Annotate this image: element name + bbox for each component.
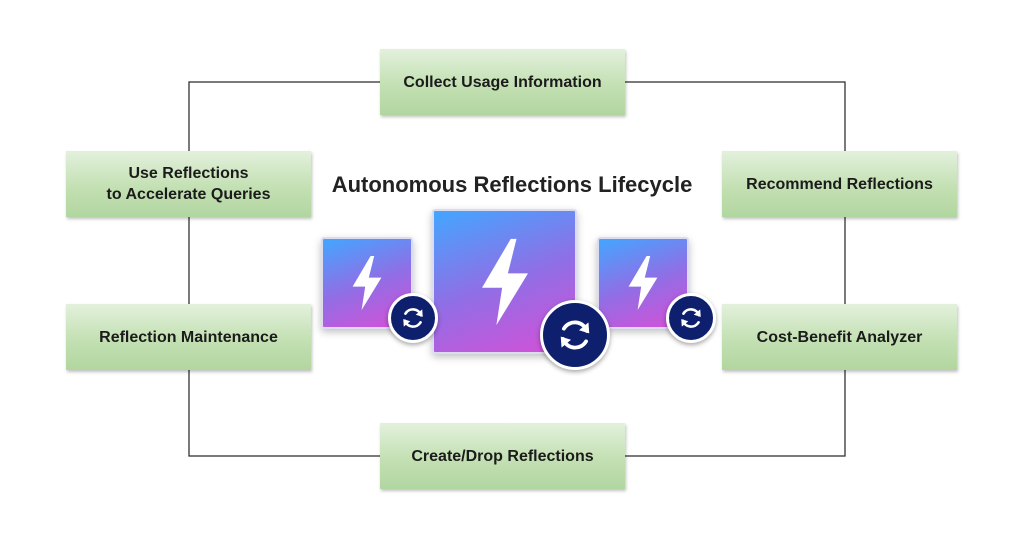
step-cost-benefit-analyzer: Cost-Benefit Analyzer <box>722 304 957 370</box>
step-label: Use Reflections to Accelerate Queries <box>106 165 271 203</box>
lightning-bolt-icon <box>628 256 658 310</box>
step-label: Collect Usage Information <box>403 73 602 91</box>
sync-icon <box>540 300 610 370</box>
step-label: Recommend Reflections <box>746 175 933 193</box>
step-reflection-maintenance: Reflection Maintenance <box>66 304 311 370</box>
step-recommend-reflections: Recommend Reflections <box>722 151 957 217</box>
step-create-drop-reflections: Create/Drop Reflections <box>380 423 625 489</box>
sync-icon <box>666 293 716 343</box>
step-collect-usage-information: Collect Usage Information <box>380 49 625 115</box>
step-use-reflections: Use Reflections to Accelerate Queries <box>66 151 311 217</box>
step-label: Reflection Maintenance <box>99 328 278 346</box>
step-label: Create/Drop Reflections <box>411 447 594 465</box>
lightning-bolt-icon <box>481 238 528 325</box>
lightning-bolt-icon <box>352 256 382 310</box>
diagram-title: Autonomous Reflections Lifecycle <box>331 172 693 197</box>
step-label: Cost-Benefit Analyzer <box>756 328 923 346</box>
sync-icon <box>388 293 438 343</box>
